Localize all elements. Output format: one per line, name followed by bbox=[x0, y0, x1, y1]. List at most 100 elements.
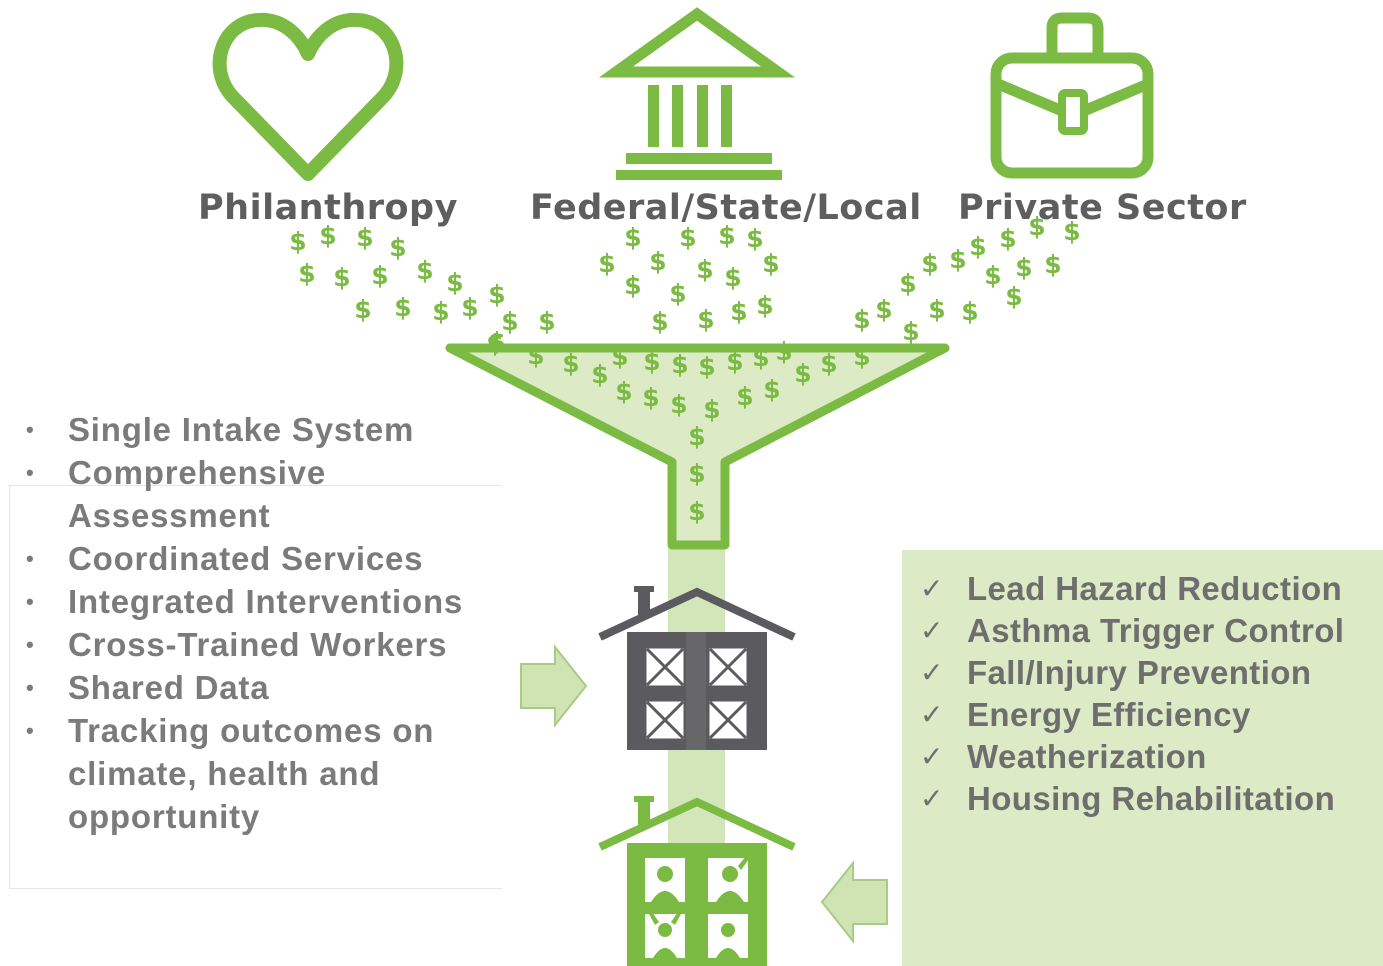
dollar-sign-icon: $ bbox=[416, 256, 433, 285]
bullet-icon: • bbox=[26, 675, 35, 700]
bullet-icon: • bbox=[26, 718, 35, 743]
dollar-sign-icon: $ bbox=[969, 232, 986, 261]
dollar-sign-icon: $ bbox=[696, 255, 713, 284]
dollar-sign-icon: $ bbox=[354, 295, 371, 324]
list-item-text: Fall/Injury Prevention bbox=[967, 654, 1312, 691]
house-after-icon bbox=[598, 796, 796, 966]
checkmark-icon: ✓ bbox=[920, 657, 944, 688]
list-item: ✓ Fall/Injury Prevention bbox=[920, 652, 1380, 694]
dollar-sign-icon: $ bbox=[752, 343, 769, 372]
arrow-right-icon bbox=[520, 644, 588, 728]
dollar-sign-icon: $ bbox=[899, 269, 916, 298]
dollar-sign-icon: $ bbox=[649, 247, 666, 276]
bullet-icon: • bbox=[26, 417, 35, 442]
checkmark-icon: ✓ bbox=[920, 783, 944, 814]
list-item: • Comprehensive Assessment bbox=[26, 451, 486, 537]
dollar-sign-icon: $ bbox=[1005, 282, 1022, 311]
checkmark-icon: ✓ bbox=[920, 699, 944, 730]
dollar-sign-icon: $ bbox=[394, 293, 411, 322]
dollar-sign-icon: $ bbox=[902, 317, 919, 346]
dollar-sign-icon: $ bbox=[724, 263, 741, 292]
list-item-text: Energy Efficiency bbox=[967, 696, 1251, 733]
list-item-text: Tracking outcomes on climate, health and… bbox=[68, 712, 435, 835]
heart-icon bbox=[212, 12, 404, 181]
dollar-sign-icon: $ bbox=[319, 221, 336, 250]
dollar-sign-icon: $ bbox=[356, 223, 373, 252]
list-item: ✓Weatherization bbox=[920, 736, 1380, 778]
list-item: • Integrated Interventions bbox=[26, 580, 486, 623]
list-item: ✓ Asthma Trigger Control bbox=[920, 610, 1380, 652]
list-item-text: Integrated Interventions bbox=[68, 583, 464, 620]
dollar-sign-icon: $ bbox=[688, 422, 705, 451]
dollar-sign-icon: $ bbox=[853, 305, 870, 334]
dollar-sign-icon: $ bbox=[736, 382, 753, 411]
dollar-sign-icon: $ bbox=[1063, 217, 1080, 246]
dollar-sign-icon: $ bbox=[598, 249, 615, 278]
dollar-sign-icon: $ bbox=[432, 297, 449, 326]
dollar-sign-icon: $ bbox=[921, 249, 938, 278]
dollar-sign-icon: $ bbox=[527, 341, 544, 370]
dollar-sign-icon: $ bbox=[670, 390, 687, 419]
bullet-icon: • bbox=[26, 589, 35, 614]
dollar-sign-icon: $ bbox=[697, 305, 714, 334]
dollar-sign-icon: $ bbox=[651, 307, 668, 336]
list-item-text: Cross-Trained Workers bbox=[68, 626, 448, 663]
dollar-sign-icon: $ bbox=[730, 297, 747, 326]
checkmark-icon: ✓ bbox=[920, 573, 944, 604]
integration-features-list: •Single Intake System • Comprehensive Ass… bbox=[26, 408, 486, 838]
interventions-panel bbox=[902, 550, 1383, 966]
dollar-sign-icon: $ bbox=[486, 329, 503, 358]
dollar-sign-icon: $ bbox=[762, 249, 779, 278]
dollar-sign-icon: $ bbox=[446, 268, 463, 297]
dollar-sign-icon: $ bbox=[688, 459, 705, 488]
dollar-sign-icon: $ bbox=[611, 342, 628, 371]
dollar-sign-icon: $ bbox=[624, 271, 641, 300]
dollar-sign-icon: $ bbox=[875, 295, 892, 324]
bullet-icon: • bbox=[26, 632, 35, 657]
dollar-sign-icon: $ bbox=[488, 280, 505, 309]
dollar-sign-icon: $ bbox=[726, 347, 743, 376]
list-item-text: Comprehensive Assessment bbox=[68, 454, 326, 534]
dollar-sign-icon: $ bbox=[1044, 250, 1061, 279]
dollar-sign-icon: $ bbox=[853, 342, 870, 371]
checkmark-icon: ✓ bbox=[920, 615, 944, 646]
dollar-sign-icon: $ bbox=[371, 261, 388, 290]
interventions-list: ✓Lead Hazard Reduction ✓ Asthma Trigger C… bbox=[920, 568, 1380, 820]
dollar-sign-icon: $ bbox=[928, 295, 945, 324]
checkmark-icon: ✓ bbox=[920, 741, 944, 772]
source-label-private-sector: Private Sector bbox=[958, 188, 1247, 228]
left-list-frame bbox=[9, 485, 502, 889]
dollar-sign-icon: $ bbox=[461, 293, 478, 322]
dollar-sign-icon: $ bbox=[333, 263, 350, 292]
list-item: ✓Housing Rehabilitation bbox=[920, 778, 1380, 820]
list-item: •Coordinated Services bbox=[26, 537, 486, 580]
dollar-sign-icon: $ bbox=[703, 395, 720, 424]
dollar-sign-icon: $ bbox=[488, 327, 505, 356]
dollar-sign-icon: $ bbox=[679, 223, 696, 252]
dollar-sign-icon: $ bbox=[1028, 212, 1045, 241]
list-item: • Cross-Trained Workers bbox=[26, 623, 486, 666]
dollar-sign-icon: $ bbox=[688, 497, 705, 526]
bullet-icon: • bbox=[26, 546, 35, 571]
dollar-sign-icon: $ bbox=[289, 227, 306, 256]
dollar-sign-icon: $ bbox=[501, 307, 518, 336]
dollar-sign-icon: $ bbox=[718, 221, 735, 250]
bullet-icon: • bbox=[26, 460, 35, 485]
dollar-sign-icon: $ bbox=[949, 245, 966, 274]
dollar-sign-icon: $ bbox=[298, 259, 315, 288]
dollar-sign-icon: $ bbox=[643, 347, 660, 376]
briefcase-icon bbox=[990, 12, 1154, 179]
list-item: •Single Intake System bbox=[26, 408, 486, 451]
list-item: ✓Lead Hazard Reduction bbox=[920, 568, 1380, 610]
list-item: • Tracking outcomes on climate, health an… bbox=[26, 709, 486, 838]
dollar-sign-icon: $ bbox=[669, 279, 686, 308]
dollar-sign-icon: $ bbox=[642, 383, 659, 412]
dollar-sign-icon: $ bbox=[671, 350, 688, 379]
people-icon bbox=[649, 856, 749, 958]
money-flow: $$$$$$$$$$$$$$$$$$$$$$$$$$$$$$$$$$$$$$$$… bbox=[289, 212, 1080, 526]
dollar-sign-icon: $ bbox=[615, 377, 632, 406]
dollar-sign-icon: $ bbox=[763, 375, 780, 404]
list-item-text: Asthma Trigger Control bbox=[967, 612, 1345, 649]
dollar-sign-icon: $ bbox=[999, 224, 1016, 253]
